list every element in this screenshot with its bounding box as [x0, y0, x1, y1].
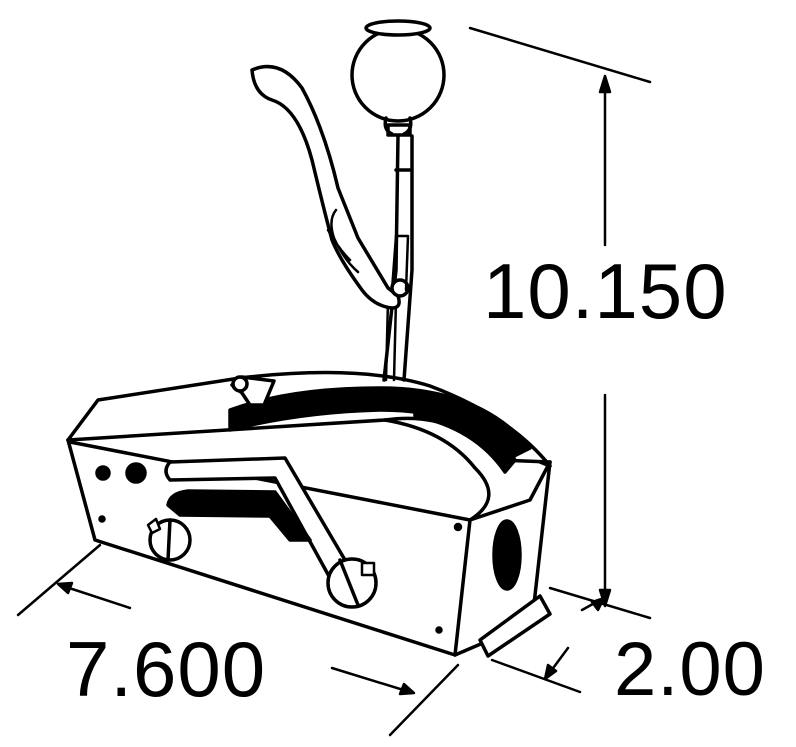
release-trigger	[250, 64, 410, 310]
height-dimension-label: 10.150	[483, 247, 728, 335]
length-dimension	[16, 543, 460, 737]
width-dimension	[490, 586, 652, 694]
shift-knob	[350, 19, 446, 137]
length-dimension-label: 7.600	[66, 625, 267, 713]
shift-lever	[382, 134, 414, 382]
shifter-housing	[66, 370, 552, 658]
width-dimension-label: 2.00	[614, 627, 766, 712]
height-dimension	[468, 26, 652, 608]
